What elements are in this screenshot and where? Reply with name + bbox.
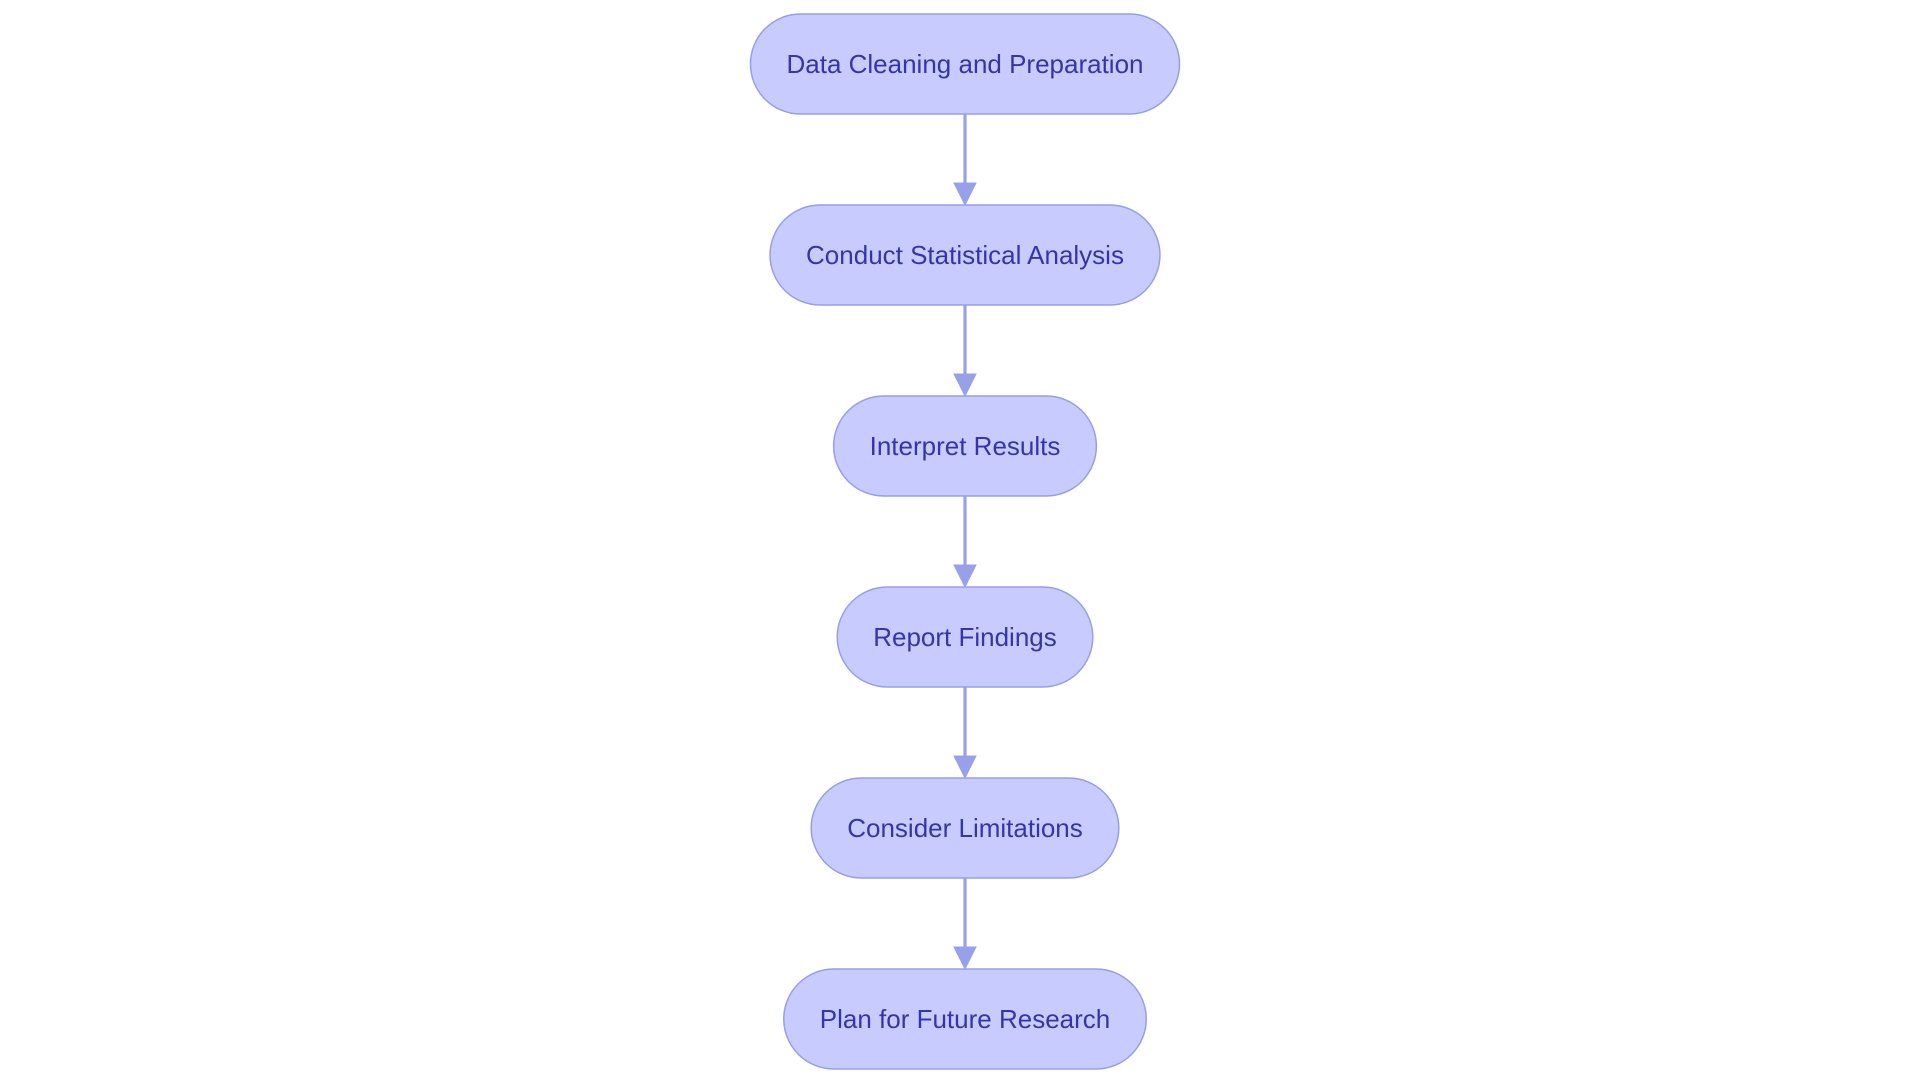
flow-node-n2: Conduct Statistical Analysis — [769, 204, 1161, 306]
flow-node-shape — [836, 586, 1094, 688]
flow-node-shape — [749, 13, 1181, 115]
arrowhead-icon — [953, 946, 977, 971]
edges-layer — [953, 114, 977, 971]
flow-node-label: Consider Limitations — [847, 813, 1083, 843]
flow-node-label: Interpret Results — [870, 431, 1061, 461]
arrowhead-icon — [953, 182, 977, 207]
flow-edge-n3-n4 — [953, 496, 977, 589]
flow-edge-n4-n5 — [953, 687, 977, 780]
flow-edge-n5-n6 — [953, 878, 977, 971]
flow-node-shape — [783, 968, 1147, 1070]
arrowhead-icon — [953, 564, 977, 589]
flow-edge-n2-n3 — [953, 305, 977, 398]
flow-node-shape — [810, 777, 1120, 879]
flow-node-n3: Interpret Results — [832, 395, 1098, 497]
flow-node-shape — [832, 395, 1098, 497]
arrowhead-icon — [953, 755, 977, 780]
flow-node-label: Plan for Future Research — [820, 1004, 1110, 1034]
flow-edge-n1-n2 — [953, 114, 977, 207]
arrowhead-icon — [953, 373, 977, 398]
flow-node-label: Data Cleaning and Preparation — [786, 49, 1143, 79]
flow-node-shape — [769, 204, 1161, 306]
flow-node-n6: Plan for Future Research — [783, 968, 1147, 1070]
flow-node-label: Report Findings — [873, 622, 1057, 652]
flow-node-label: Conduct Statistical Analysis — [806, 240, 1124, 270]
flow-node-n4: Report Findings — [836, 586, 1094, 688]
flow-node-n1: Data Cleaning and Preparation — [749, 13, 1181, 115]
flow-node-n5: Consider Limitations — [810, 777, 1120, 879]
